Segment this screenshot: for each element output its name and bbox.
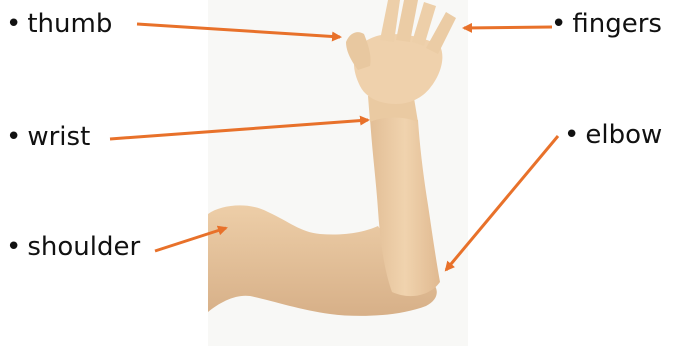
bullet-icon: • [6,232,21,262]
label-fingers: •fingers [551,9,662,39]
fingers-arrow [464,27,552,28]
label-wrist: •wrist [6,122,90,152]
bullet-icon: • [6,122,21,152]
label-elbow-text: elbow [585,120,662,150]
label-shoulder-text: shoulder [27,232,140,262]
label-thumb: •thumb [6,9,112,39]
bullet-icon: • [6,9,21,39]
label-wrist-text: wrist [27,122,90,152]
label-shoulder: •shoulder [6,232,140,262]
bullet-icon: • [551,9,566,39]
bullet-icon: • [564,120,579,150]
label-fingers-text: fingers [572,9,662,39]
label-thumb-text: thumb [27,9,112,39]
label-elbow: •elbow [564,120,662,150]
